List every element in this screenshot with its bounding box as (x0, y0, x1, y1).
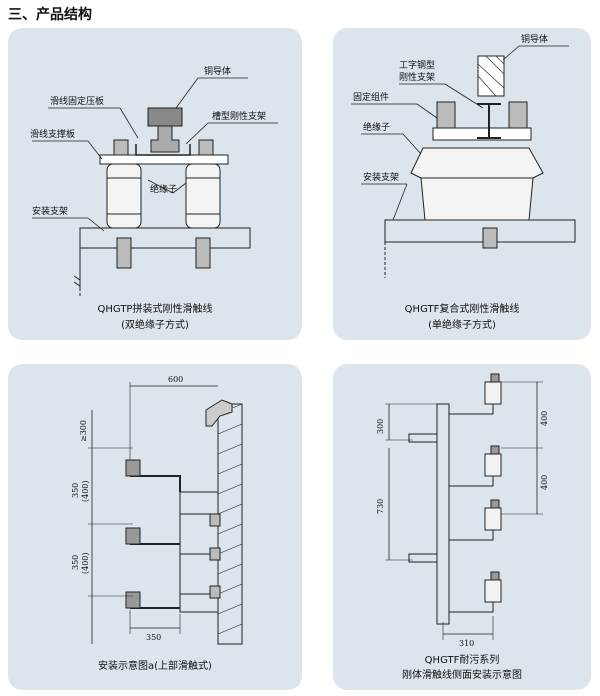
channel-bracket-shape (135, 144, 191, 156)
fix-assembly-shape (436, 101, 456, 129)
mounting-bracket-shape (79, 227, 251, 249)
caption-line-2: (双绝缘子方式) (121, 320, 189, 331)
wall-shape (217, 403, 243, 645)
insulator-4 (484, 579, 502, 603)
conductor-1 (125, 459, 141, 477)
insulator-body-shape (410, 147, 544, 221)
label-mount-bracket: 安装支架 (32, 205, 68, 217)
label-insulator: 绝缘子 (150, 183, 177, 195)
dim-300: ≥300 (79, 420, 88, 442)
label-fix-assembly: 固定组件 (353, 91, 389, 103)
i-beam-shape (477, 103, 501, 139)
dim-310: 310 (459, 639, 474, 648)
label-i-beam-1: 工字钢型 (399, 59, 435, 71)
label-clamp-plate: 滑线固定压板 (50, 95, 104, 107)
conductor-2 (125, 527, 141, 545)
rail-shape (205, 399, 233, 427)
caption-line-1: QHGTF复合式刚性滑触线 (404, 304, 520, 315)
insulator-3 (484, 507, 502, 531)
copper-conductor-shape (147, 107, 183, 127)
insulator-2 (484, 453, 502, 477)
dim-730: 730 (376, 499, 385, 514)
dim-300: 300 (376, 419, 385, 434)
side-install-drawing: 300 730 400 400 310 (376, 373, 549, 648)
label-channel-bracket: 槽型刚性支架 (212, 110, 266, 122)
label-copper: 铜导体 (204, 65, 231, 77)
install-diagram-a-drawing: 600 ≥300 350 (400) 350 (400) 350 (71, 375, 243, 645)
dim-350c: 350 (146, 633, 161, 642)
caption-line-1: QHGTF耐污系列 (424, 655, 500, 666)
support-plate-shape (99, 154, 229, 165)
dim-350a: 350 (71, 483, 80, 498)
label-i-beam-2: 刚性支架 (399, 71, 435, 83)
label-support-plate: 滑线支撑板 (30, 128, 75, 140)
post-shape (436, 403, 450, 625)
dim-400a: (400) (81, 480, 90, 502)
insulator-1 (484, 381, 502, 405)
panel-install-diagram-a: 600 ≥300 350 (400) 350 (400) 350 安装示意图a(… (8, 364, 302, 690)
single-insulator-drawing: 铜导体 工字钢型 刚性支架 固定组件 绝缘子 安装支架 (351, 33, 576, 278)
caption-line-2: (单绝缘子方式) (428, 320, 496, 331)
conductor-3 (125, 591, 141, 609)
section-heading: 三、产品结构 (8, 7, 92, 23)
right-insulator (185, 163, 221, 229)
panel-single-insulator: 铜导体 工字钢型 刚性支架 固定组件 绝缘子 安装支架 QHGTF复合式刚性滑触… (333, 28, 591, 340)
dim-600: 600 (168, 375, 183, 384)
label-insulator: 绝缘子 (363, 121, 390, 133)
caption-line-2: 刚体滑触线侧面安装示意图 (402, 670, 522, 681)
mounting-bracket-shape (384, 219, 576, 243)
label-mount-bracket: 安装支架 (363, 171, 399, 183)
double-insulator-drawing: 铜导体 滑线固定压板 槽型刚性支架 滑线支撑板 绝缘子 安装支架 (30, 65, 278, 298)
dim-400b: 400 (540, 475, 549, 490)
dim-400a: 400 (540, 411, 549, 426)
dim-350b: 350 (71, 555, 80, 570)
caption-line-1: 安装示意图a(上部滑触式) (98, 661, 212, 672)
panel-side-install: 300 730 400 400 310 QHGTF耐污系列 刚体滑触线侧面安装示… (333, 364, 591, 690)
caption-line-1: QHGTP拼装式刚性滑触线 (97, 304, 213, 315)
left-insulator (106, 163, 142, 229)
panel-double-insulator: 铜导体 滑线固定压板 槽型刚性支架 滑线支撑板 绝缘子 安装支架 QHGTP拼装… (8, 28, 302, 340)
dim-400b: (400) (81, 552, 90, 574)
label-copper: 铜导体 (521, 33, 548, 45)
